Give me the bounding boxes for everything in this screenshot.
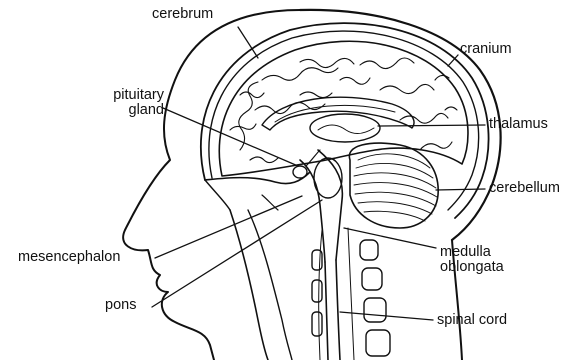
head-outline [123,10,300,360]
label-medulla-line2: oblongata [440,260,504,275]
label-pituitary-gland: pituitary gland [84,88,164,118]
label-pituitary-line2: gland [84,103,164,118]
cerebellum-outline [349,143,438,228]
spinal-cord-right [336,260,340,360]
label-thalamus: thalamus [489,117,548,132]
spinal-cord-left [325,262,328,360]
label-medulla-oblongata: medulla oblongata [440,245,504,275]
pons [314,158,342,198]
cerebrum-gyri [230,58,457,163]
label-pons: pons [105,298,136,313]
pituitary-gland [293,166,307,178]
label-spinal-cord: spinal cord [437,313,507,328]
label-pituitary-line1: pituitary [84,88,164,103]
cranium-outer [201,23,489,218]
label-cerebellum: cerebellum [489,181,560,196]
label-medulla-line1: medulla [440,245,504,260]
label-mesencephalon: mesencephalon [18,250,120,265]
cerebellum-folia [354,154,437,221]
label-cranium: cranium [460,42,512,57]
label-cerebrum: cerebrum [152,7,213,22]
